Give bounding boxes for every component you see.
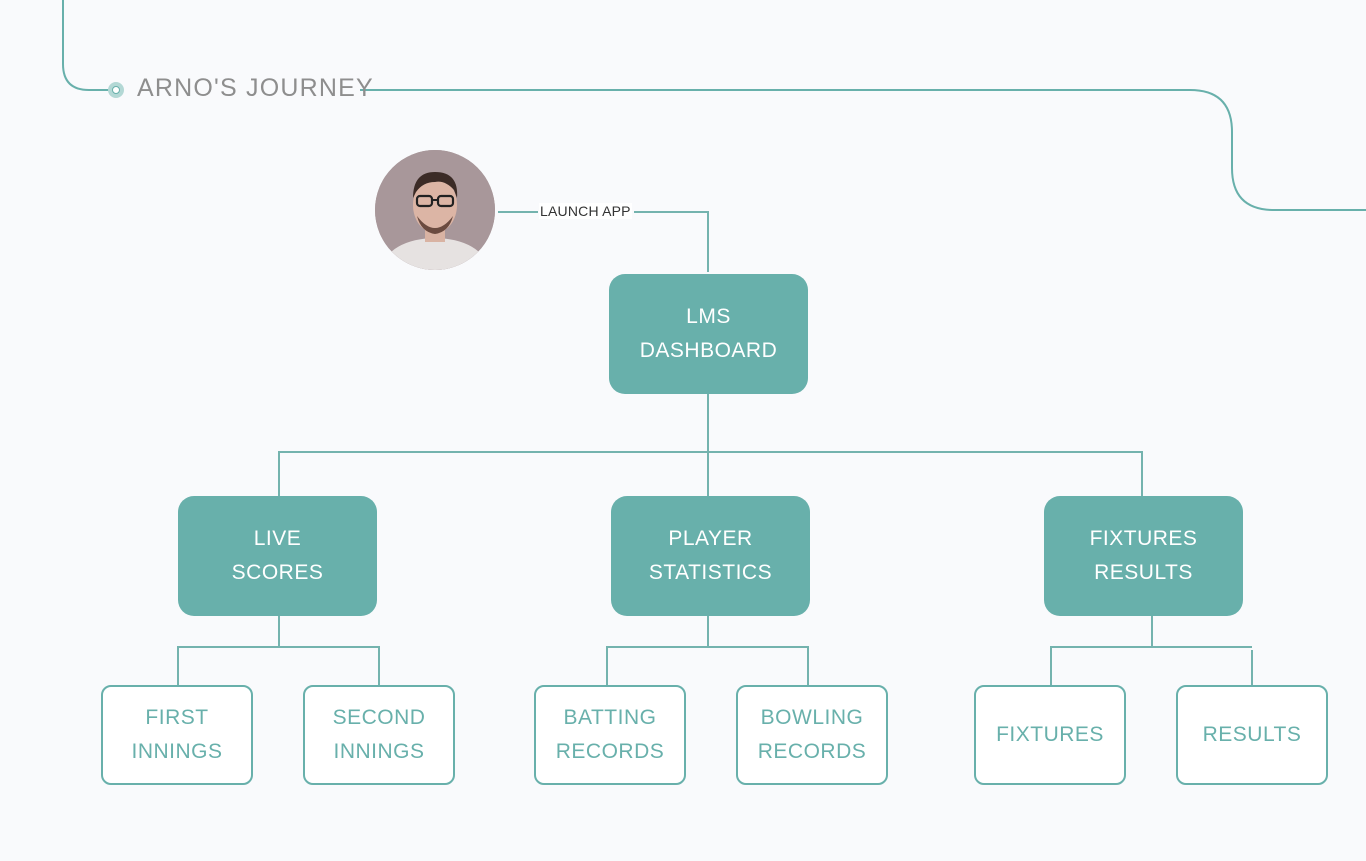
node-label-line: LIVE (253, 527, 302, 550)
node-label-line: SECOND (332, 706, 426, 729)
fixtures-results-connector (1050, 616, 1253, 689)
node-second-innings[interactable]: SECOND INNINGS (303, 685, 455, 785)
node-batting-records[interactable]: BATTING RECORDS (534, 685, 686, 785)
node-label-line: FIRST (145, 706, 209, 729)
journey-path-left (62, 0, 110, 91)
node-first-innings[interactable]: FIRST INNINGS (101, 685, 253, 785)
node-fixtures[interactable]: FIXTURES (974, 685, 1126, 785)
avatar-photo-icon (375, 150, 495, 270)
node-results[interactable]: RESULTS (1176, 685, 1328, 785)
circle-node-icon (108, 82, 124, 98)
node-lms-dashboard[interactable]: LMS DASHBOARD (609, 274, 808, 394)
node-label-line: STATISTICS (648, 561, 773, 584)
node-label-line: RECORDS (555, 740, 665, 763)
node-label-line: SCORES (231, 561, 324, 584)
journey-title: ARNO'S JOURNEY (137, 74, 374, 102)
player-statistics-connector (606, 616, 809, 686)
launch-connector (498, 211, 709, 272)
node-label-line: FIXTURES (1089, 527, 1198, 550)
node-label-line: BOWLING (760, 706, 864, 729)
node-label-line: INNINGS (131, 740, 223, 763)
node-label-line: RECORDS (757, 740, 867, 763)
node-label-line: LMS (686, 305, 731, 328)
node-bowling-records[interactable]: BOWLING RECORDS (736, 685, 888, 785)
node-fixtures-results[interactable]: FIXTURES RESULTS (1044, 496, 1243, 616)
node-label-line: DASHBOARD (639, 339, 778, 362)
node-label-line: RESULTS (1094, 561, 1193, 584)
root-connector (278, 394, 1143, 496)
node-label-line: BATTING (563, 706, 657, 729)
launch-app-label: LAUNCH APP (539, 203, 632, 219)
node-live-scores[interactable]: LIVE SCORES (178, 496, 377, 616)
node-label-line: FIXTURES (996, 723, 1104, 746)
journey-path-right (360, 89, 1366, 211)
node-label-line: INNINGS (333, 740, 425, 763)
node-label-line: RESULTS (1202, 723, 1302, 746)
node-label-line: PLAYER (668, 527, 753, 550)
node-player-statistics[interactable]: PLAYER STATISTICS (611, 496, 810, 616)
user-avatar (375, 150, 495, 270)
live-scores-connector (177, 616, 380, 686)
